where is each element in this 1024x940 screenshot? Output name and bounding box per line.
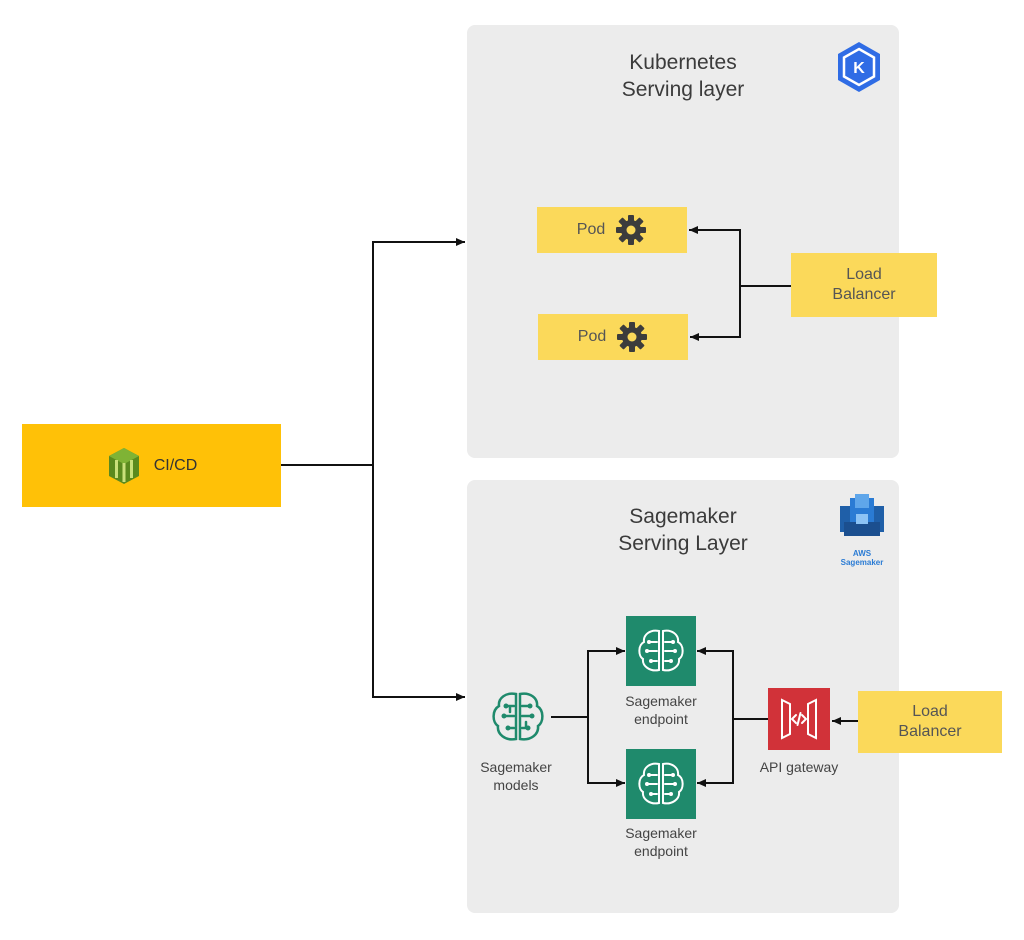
brain-icon: [638, 629, 684, 672]
sagemaker-models-icon[interactable]: [488, 688, 548, 746]
k8s-lb-to-pod2-arrow: [690, 286, 741, 341]
pod-label: Pod: [577, 328, 607, 345]
sagemaker-models-label: Sagemaker models: [480, 759, 552, 793]
models-to-endpoint1-arrow: [587, 647, 625, 717]
pod-box-2[interactable]: Pod: [538, 314, 688, 360]
cicd-label: CI/CD: [153, 456, 198, 474]
sagemaker-endpoint-tile-1[interactable]: [626, 616, 696, 686]
cicd-box[interactable]: CI/CD: [22, 424, 281, 507]
aws-sagemaker-logo-icon: AWS Sagemaker: [836, 492, 888, 568]
sagemaker-endpoint-tile-2[interactable]: [626, 749, 696, 819]
aws-logo-text: AWS: [852, 549, 872, 558]
brain-icon: [638, 762, 684, 805]
sagemaker-endpoint-label-2: Sagemaker endpoint: [625, 825, 697, 859]
gear-icon: [616, 321, 648, 353]
api-gateway-label: API gateway: [759, 759, 839, 775]
api-gateway-icon: [781, 698, 817, 740]
gear-icon: [615, 214, 647, 246]
kubernetes-logo-letter: K: [853, 60, 865, 77]
api-gateway-tile[interactable]: [768, 688, 830, 750]
kubernetes-panel-title: Kubernetes Serving layer: [621, 51, 745, 101]
models-to-endpoint2-arrow: [587, 717, 625, 787]
cicd-to-sagemaker-arrow: [372, 465, 465, 701]
kubernetes-logo-icon: K: [834, 40, 884, 94]
sagemaker-logo-text: Sagemaker: [840, 558, 884, 567]
load-balancer-label: Load Balancer: [832, 266, 896, 303]
k8s-lb-to-pod1-arrow: [689, 226, 741, 286]
sagemaker-load-balancer-box[interactable]: Load Balancer: [858, 691, 1002, 753]
pod-box-1[interactable]: Pod: [537, 207, 687, 253]
sagemaker-panel-title: Sagemaker Serving Layer: [618, 505, 748, 555]
kubernetes-load-balancer-box[interactable]: Load Balancer: [791, 253, 937, 317]
cicd-to-kubernetes-arrow: [372, 238, 465, 465]
sagemaker-endpoint-label-1: Sagemaker endpoint: [625, 693, 697, 727]
codepipeline-icon: [106, 446, 142, 486]
gateway-to-endpoint2-arrow: [697, 719, 734, 787]
pod-label: Pod: [576, 221, 606, 238]
gateway-to-endpoint1-arrow: [697, 647, 734, 719]
load-balancer-label: Load Balancer: [898, 703, 962, 740]
